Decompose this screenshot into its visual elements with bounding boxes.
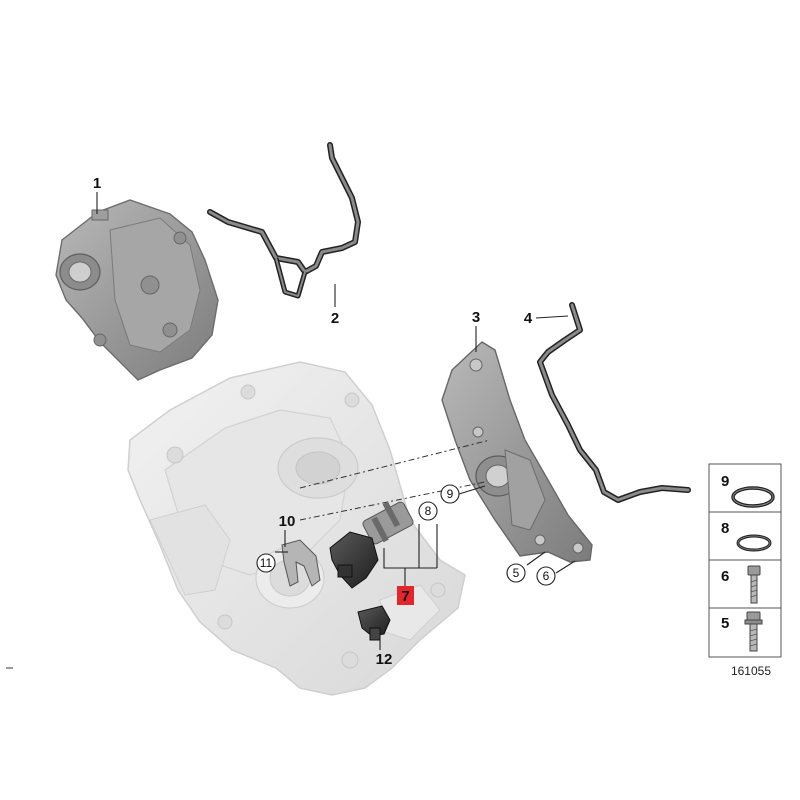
solenoid-valve[interactable] [329, 501, 414, 589]
legend-row-9[interactable]: 9 [721, 473, 775, 508]
callout-7: 7 [401, 588, 409, 605]
inner-cover-plate[interactable] [441, 341, 593, 563]
callout-2[interactable]: 2 [331, 310, 339, 327]
flange-bolt-icon [744, 611, 763, 652]
callout-1[interactable]: 1 [93, 175, 101, 192]
sensor-connector[interactable] [357, 605, 391, 641]
highlight-box [397, 586, 414, 605]
callout-7-highlight[interactable]: 7 [397, 586, 414, 605]
legend-row-8[interactable]: 8 [721, 520, 772, 552]
callout-11-circle[interactable]: 11 [256, 553, 276, 573]
legend-row-5[interactable]: 5 [721, 611, 763, 652]
callout-11: 11 [260, 556, 273, 570]
callout-8-circle[interactable]: 8 [418, 501, 438, 521]
parts-legend: 9 8 6 [708, 463, 782, 658]
callout-12[interactable]: 12 [376, 651, 393, 668]
diagram-id: 161055 [731, 664, 771, 678]
callout-3[interactable]: 3 [472, 309, 480, 326]
leader-lines [96, 192, 576, 650]
legend-number-8: 8 [721, 520, 729, 537]
legend-number-6: 6 [721, 568, 729, 585]
callout-9: 9 [447, 487, 454, 501]
engine-block [127, 361, 466, 696]
legend-number-5: 5 [721, 615, 729, 632]
timing-cover-upper[interactable] [55, 199, 219, 381]
callout-6-circle[interactable]: 6 [536, 566, 556, 586]
callout-4[interactable]: 4 [524, 310, 533, 327]
callout-6: 6 [543, 569, 550, 583]
callout-10[interactable]: 10 [279, 513, 296, 530]
seal-ring-icon [736, 534, 772, 552]
o-ring-icon [731, 486, 775, 508]
fork-bracket[interactable] [281, 539, 321, 587]
callout-8: 8 [425, 504, 432, 518]
legend-row-6[interactable]: 6 [721, 565, 761, 604]
callout-5: 5 [513, 566, 520, 580]
gasket-right[interactable] [537, 302, 691, 503]
legend-number-9: 9 [721, 473, 729, 490]
callouts: 1 2 3 4 10 12 5 6 8 9 11 7 [93, 175, 556, 668]
callout-9-circle[interactable]: 9 [440, 484, 460, 504]
gasket-upper[interactable] [207, 142, 361, 299]
bolt-icon [747, 565, 761, 604]
callout-5-circle[interactable]: 5 [506, 563, 526, 583]
